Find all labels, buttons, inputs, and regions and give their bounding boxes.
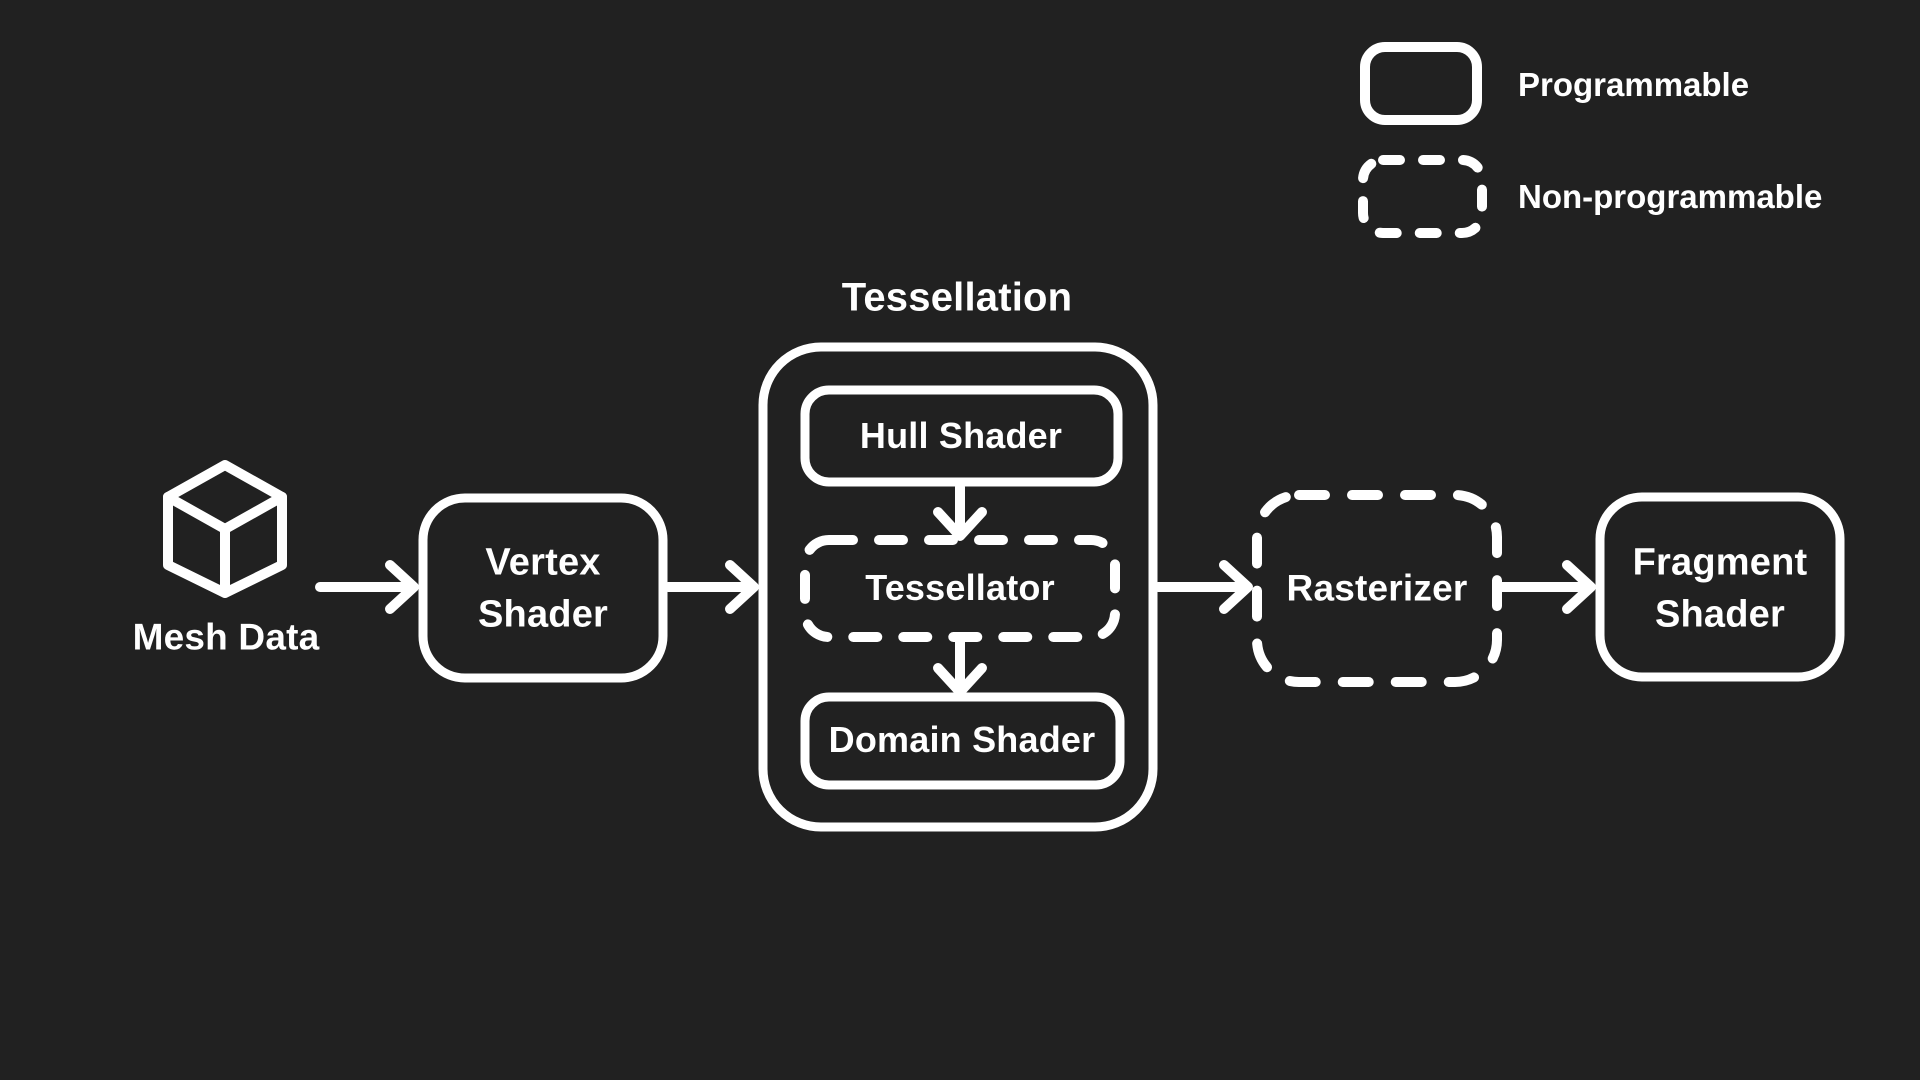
vertex-shader-label: Vertex Shader [477, 541, 609, 636]
rasterizer-label: Rasterizer [1286, 567, 1468, 609]
arrow-rasterizer-to-fragment [1497, 560, 1596, 614]
fragment-shader-label: Fragment Shader [1632, 541, 1808, 636]
tessellation-group-title: Tessellation [841, 275, 1073, 320]
mesh-data-label: Mesh Data [132, 616, 320, 658]
hull-shader-box [800, 385, 1123, 487]
arrow-meshdata-to-vertex [315, 560, 419, 614]
hull-shader-label: Hull Shader [859, 415, 1063, 457]
arrow-tessellation-to-rasterizer [1153, 560, 1253, 614]
vertex-shader-box [418, 493, 668, 683]
tessellator-label: Tessellator [865, 567, 1055, 609]
legend-dashed-swatch [1358, 155, 1487, 238]
cube-icon [163, 460, 287, 598]
fragment-shader-box [1595, 492, 1845, 682]
legend-solid-swatch [1360, 42, 1482, 125]
legend-non-programmable-label: Non-programmable [1518, 178, 1823, 215]
rasterizer-box [1252, 490, 1502, 687]
legend-programmable-label: Programmable [1518, 66, 1750, 103]
domain-shader-label: Domain Shader [828, 719, 1096, 761]
domain-shader-box [800, 692, 1125, 790]
arrow-tessellator-to-domain [933, 637, 987, 697]
arrow-vertex-to-tessellation [663, 560, 759, 614]
arrow-hull-to-tessellator [933, 482, 987, 541]
